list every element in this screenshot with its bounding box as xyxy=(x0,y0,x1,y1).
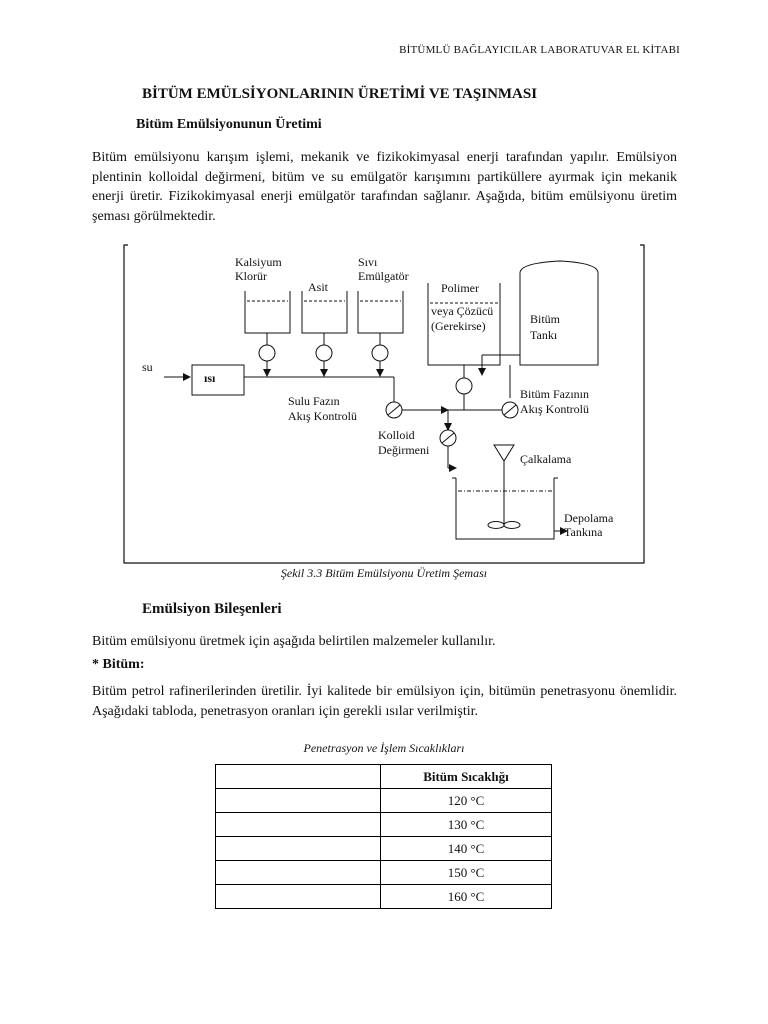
table-cell xyxy=(215,812,381,837)
label-polimer: Polimer xyxy=(441,281,479,295)
label-asit: Asit xyxy=(308,280,329,294)
liquid-emulsifier-tank xyxy=(357,291,404,334)
section-subtitle: Bitüm Emülsiyonunun Üretimi xyxy=(136,117,322,132)
label-tanki: Tankı xyxy=(530,328,558,342)
temperature-table: Bitüm Sıcaklığı 120 °C 130 °C 140 °C 150… xyxy=(215,764,552,909)
label-isi: ısı xyxy=(204,371,216,385)
table-cell: 120 °C xyxy=(380,788,552,813)
label-bitum-fazinin: Bitüm Fazının xyxy=(520,387,589,401)
pump-icon xyxy=(315,344,333,362)
label-degirmeni: Değirmeni xyxy=(378,443,430,457)
table-cell: 140 °C xyxy=(380,836,552,861)
table-caption: Penetrasyon ve İşlem Sıcaklıkları xyxy=(303,741,465,755)
label-klorur-text: Klorür xyxy=(235,269,267,283)
label-kolloid: Kolloid xyxy=(378,428,415,442)
table-cell xyxy=(215,884,381,909)
table-row: 150 °C xyxy=(215,860,552,885)
figure-caption: Şekil 3.3 Bitüm Emülsiyonu Üretim Şeması xyxy=(280,566,488,580)
table-row: 140 °C xyxy=(215,836,552,861)
table-cell: 130 °C xyxy=(380,812,552,837)
agitator-icon xyxy=(487,444,521,529)
page-title: BİTÜM EMÜLSİYONLARININ ÜRETİMİ VE TAŞINM… xyxy=(142,86,538,102)
label-depolama: Depolama xyxy=(564,511,614,525)
table-header-col1 xyxy=(215,764,381,789)
label-tankina: Tankına xyxy=(564,525,603,539)
bitumen-heading: * Bitüm: xyxy=(92,657,145,672)
table-cell xyxy=(215,860,381,885)
running-header: BİTÜMLÜ BAĞLAYICILAR LABORATUVAR EL KİTA… xyxy=(399,44,680,56)
paragraph-bitumen: Bitüm petrol rafinerilerinden üretilir. … xyxy=(92,684,677,719)
table-row: 120 °C xyxy=(215,788,552,813)
calcium-chloride-tank xyxy=(244,291,291,334)
heater-box xyxy=(191,364,245,396)
table-row: 130 °C xyxy=(215,812,552,837)
label-kalsiyum: Kalsiyum xyxy=(235,255,282,269)
label-sulu-fazin: Sulu Fazın xyxy=(288,394,340,408)
polymer-pump-icon xyxy=(455,377,473,395)
label-calkalama: Çalkalama xyxy=(520,452,572,466)
label-bitum: Bitüm xyxy=(530,312,561,326)
table-cell xyxy=(215,788,381,813)
table-cell: 150 °C xyxy=(380,860,552,885)
label-sivi: Sıvı xyxy=(358,255,378,269)
table-header-row: Bitüm Sıcaklığı xyxy=(215,764,552,789)
section-heading: Emülsiyon Bileşenleri xyxy=(142,601,282,617)
label-cozucu: veya Çözücü xyxy=(431,304,493,318)
table-header-col2: Bitüm Sıcaklığı xyxy=(380,764,552,789)
label-emulgator: Emülgatör xyxy=(358,269,409,283)
table-row: 160 °C xyxy=(215,884,552,909)
intro-text: Bitüm emülsiyonu üretmek için aşağıda be… xyxy=(92,634,496,649)
pump-icon xyxy=(371,344,389,362)
storage-tank xyxy=(452,477,558,540)
label-su: su xyxy=(142,360,153,374)
pump-icon xyxy=(258,344,276,362)
label-sulu-akis: Akış Kontrolü xyxy=(288,409,357,423)
production-diagram: Kalsiyum Klorür Asit Sıvı Emülgatör Poli… xyxy=(123,244,645,564)
table-cell: 160 °C xyxy=(380,884,552,909)
acid-tank xyxy=(301,291,348,334)
bitumen-tank xyxy=(519,260,599,366)
label-gerekirse: (Gerekirse) xyxy=(431,319,486,333)
label-bitum-akis: Akış Kontrolü xyxy=(520,402,589,416)
paragraph-production: Bitüm emülsiyonu karışım işlemi, mekanik… xyxy=(92,150,677,224)
table-cell xyxy=(215,836,381,861)
diagram-frame xyxy=(123,244,645,564)
